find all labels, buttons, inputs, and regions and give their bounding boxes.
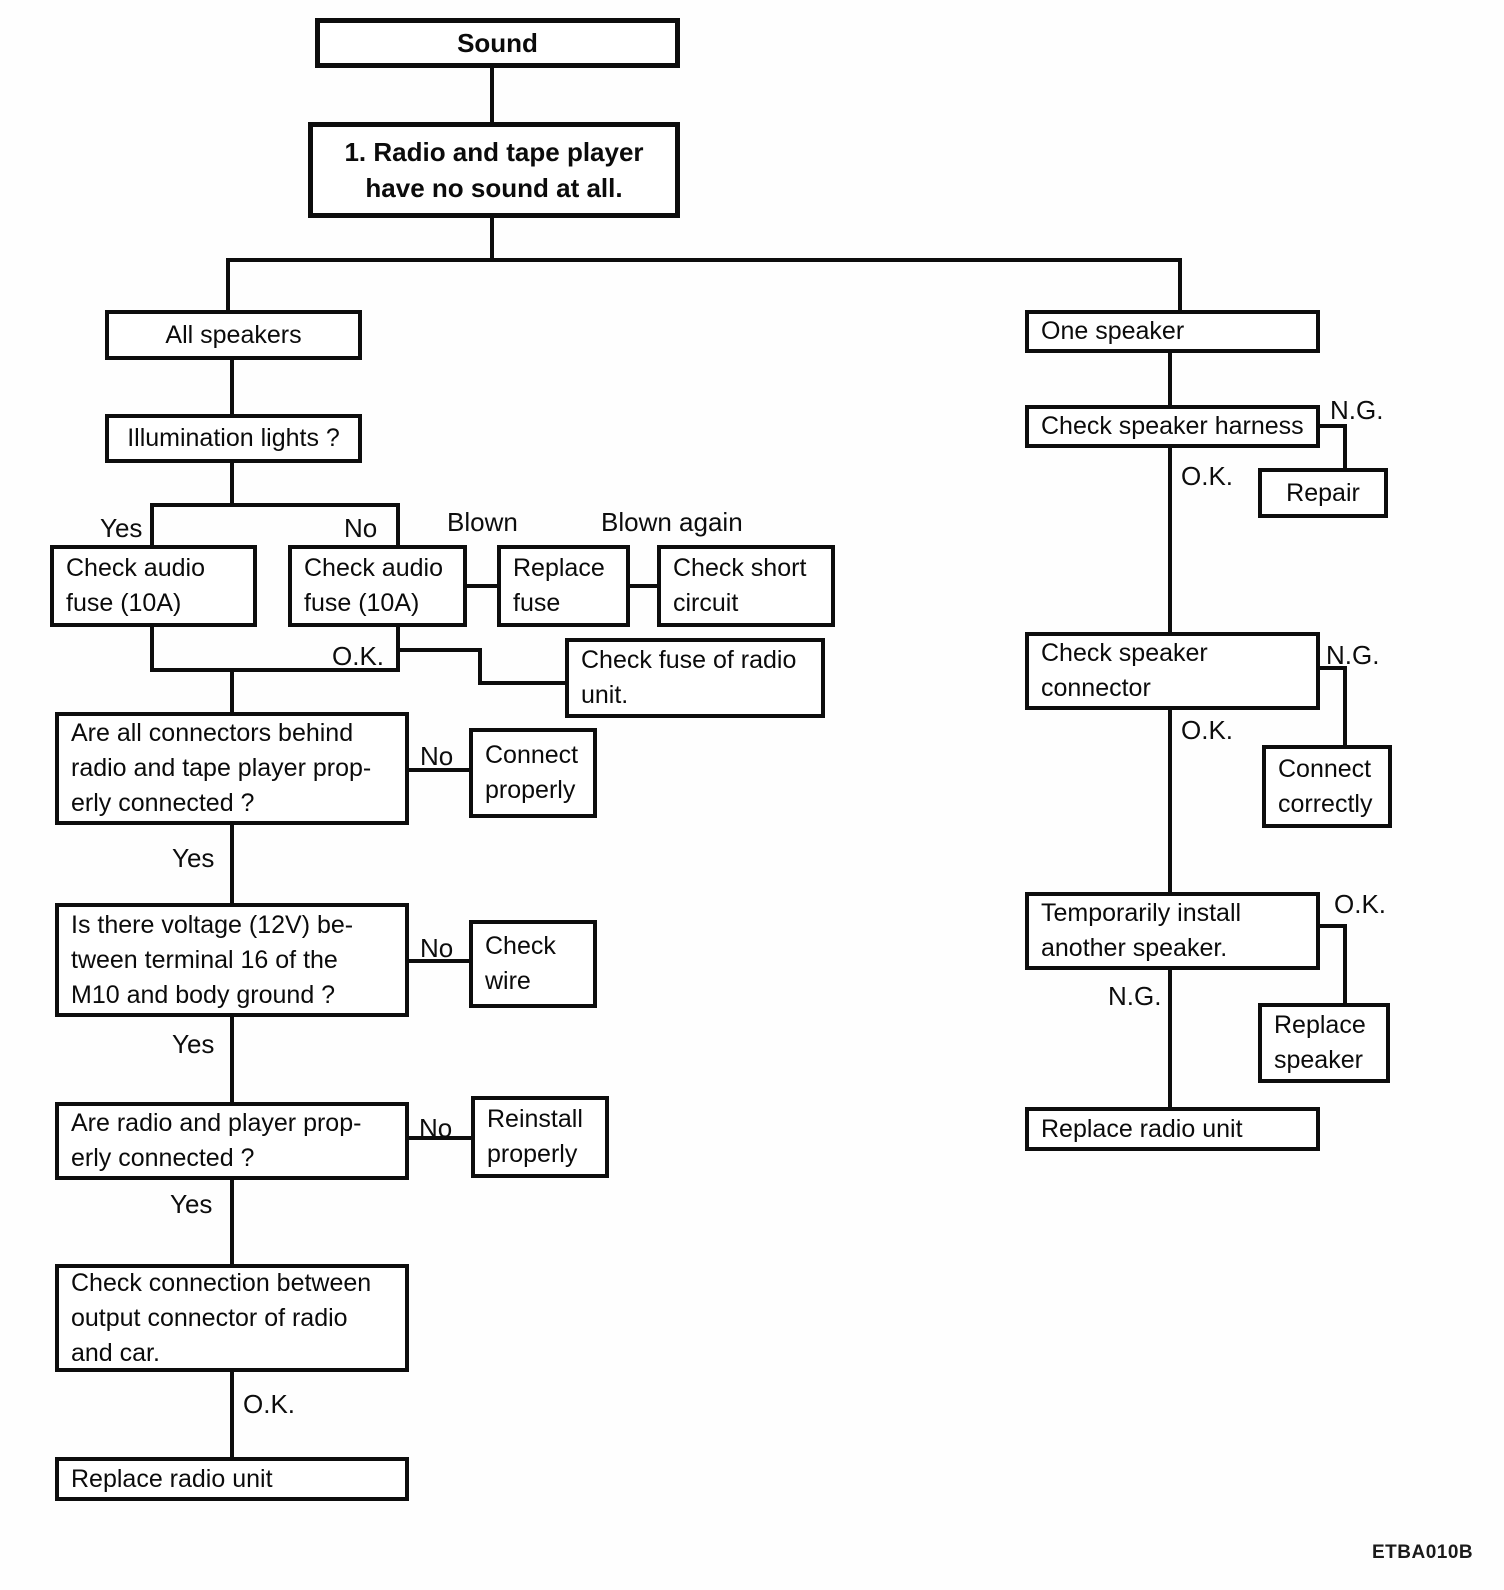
edge-label-ng: N.G. (1326, 640, 1380, 670)
edge-label-yes: Yes (172, 843, 215, 873)
node-symptom: 1. Radio and tape player have no sound a… (308, 122, 680, 218)
node-reinstall-properly: Reinstall properly (471, 1096, 609, 1178)
node-voltage-question: Is there voltage (12V) be- tween termina… (55, 903, 409, 1017)
node-repair: Repair (1258, 468, 1388, 518)
edge-label-no: No (344, 513, 378, 543)
node-connect-properly: Connect properly (469, 728, 597, 818)
node-check-speaker-harness: Check speaker harness (1025, 405, 1320, 448)
node-replace-fuse: Replace fuse (497, 545, 630, 627)
node-one-speaker: One speaker (1025, 310, 1320, 353)
node-temporarily-install: Temporarily install another speaker. (1025, 892, 1320, 970)
node-radio-player-question: Are radio and player prop- erly connecte… (55, 1102, 409, 1180)
node-check-audio-fuse-no: Check audio fuse (10A) (288, 545, 467, 627)
edge-label-blown-again: Blown again (601, 507, 743, 537)
node-replace-radio-unit-right: Replace radio unit (1025, 1107, 1320, 1151)
edge-label-yes: Yes (172, 1029, 215, 1059)
edge-label-no: No (419, 1113, 453, 1143)
node-check-short-circuit: Check short circuit (657, 545, 835, 627)
node-check-audio-fuse-yes: Check audio fuse (10A) (50, 545, 257, 627)
edge-label-ok: O.K. (1181, 461, 1234, 491)
figure-code: ETBA010B (1372, 1542, 1474, 1563)
edge-label-ok: O.K. (243, 1389, 296, 1419)
node-check-wire: Check wire (469, 920, 597, 1008)
edge-label-ng: N.G. (1108, 981, 1162, 1011)
edge-label-ok: O.K. (332, 641, 385, 671)
node-connect-correctly: Connect correctly (1262, 745, 1392, 828)
edge-label-no: No (420, 741, 454, 771)
node-check-fuse-of-radio-unit: Check fuse of radio unit. (565, 638, 825, 718)
node-replace-radio-unit-left: Replace radio unit (55, 1457, 409, 1501)
edge-label-no: No (420, 933, 454, 963)
node-replace-speaker: Replace speaker (1258, 1003, 1390, 1083)
edge-label-blown: Blown (447, 507, 518, 537)
node-illumination-lights: Illumination lights ? (105, 414, 362, 463)
node-sound: Sound (315, 18, 680, 68)
node-check-speaker-connector: Check speaker connector (1025, 632, 1320, 710)
edge-label-yes: Yes (100, 513, 143, 543)
node-check-connection: Check connection between output connecto… (55, 1264, 409, 1372)
node-all-speakers: All speakers (105, 310, 362, 360)
edge-label-yes: Yes (170, 1189, 213, 1219)
edge-label-ok: O.K. (1334, 889, 1387, 919)
node-connectors-question: Are all connectors behind radio and tape… (55, 712, 409, 825)
edge-label-ok: O.K. (1181, 715, 1234, 745)
edge-label-ng: N.G. (1330, 395, 1384, 425)
